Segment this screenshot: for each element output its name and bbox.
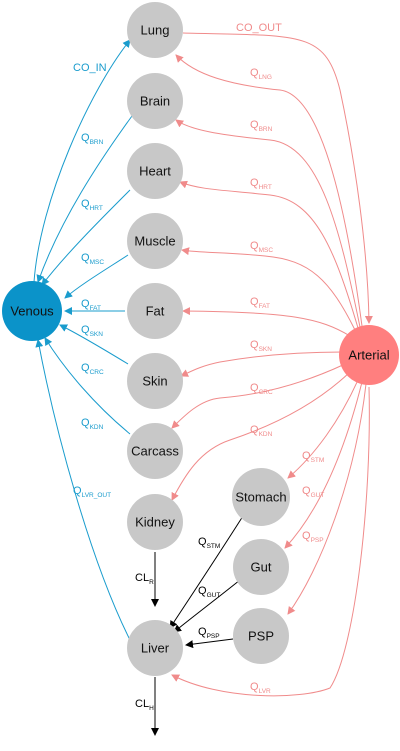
edge-arterial-muscle [181, 247, 356, 331]
label-q-stm-arterial: QSTM [302, 450, 324, 464]
label-q-brn: QBRN [81, 132, 104, 146]
label-q-kdn-venous: QKDN [81, 417, 104, 431]
node-kidney[interactable]: Kidney [127, 494, 183, 550]
label-q-psp-liver: QPSP [198, 626, 220, 640]
edge-stomach-liver [169, 515, 244, 629]
label-q-gut-liver: QGUT [198, 585, 220, 599]
label-cl-r: CLR [135, 572, 154, 586]
edge-arterial-fat [182, 307, 351, 337]
node-stomach[interactable]: Stomach [232, 468, 290, 526]
edge-arterial-liver [171, 386, 370, 697]
node-venous-label: Venous [10, 304, 54, 319]
label-q-crc-arterial: QCRC [250, 382, 273, 396]
node-lung[interactable]: Lung [127, 2, 183, 58]
label-q-hrt-arterial: QHRT [250, 177, 272, 191]
node-gut-label: Gut [251, 560, 272, 575]
edge-arterial-skin [180, 351, 344, 377]
label-q-kdn-arterial: QKDN [250, 424, 273, 438]
edge-brain-venous [36, 115, 133, 283]
venous-edge-labels: CO_IN QBRN QHRT QMSC QFAT QSKN QCRC QKDN… [73, 62, 111, 499]
node-heart[interactable]: Heart [127, 143, 183, 199]
node-liver[interactable]: Liver [127, 620, 183, 676]
arterial-edges [171, 32, 373, 697]
edge-arterial-stomach [287, 379, 359, 479]
edge-arterial-psp [287, 383, 367, 615]
node-gut[interactable]: Gut [233, 539, 289, 595]
label-q-skn-venous: QSKN [81, 324, 103, 338]
label-q-skn-arterial: QSKN [250, 339, 272, 353]
label-cl-h: CLH [135, 698, 154, 712]
arterial-edge-labels: CO_OUT QLNG QBRN QHRT QMSC QFAT QSKN QCR… [236, 22, 324, 695]
edge-arterial-kidney [171, 371, 351, 501]
edge-lung-arterial [182, 32, 373, 324]
node-stomach-label: Stomach [235, 490, 286, 505]
label-q-lvr: QLVR [250, 681, 271, 695]
clearance-edges [151, 515, 244, 736]
label-co-out: CO_OUT [236, 22, 282, 34]
label-q-psp-arterial: QPSP [302, 530, 324, 544]
node-liver-label: Liver [141, 641, 170, 656]
label-q-msc-arterial: QMSC [250, 240, 273, 254]
label-q-crc-venous: QCRC [81, 362, 104, 376]
node-heart-label: Heart [139, 164, 171, 179]
edge-arterial-carcass [171, 363, 346, 429]
label-q-hrt: QHRT [81, 198, 103, 212]
node-kidney-label: Kidney [135, 515, 175, 530]
edge-skin-venous [59, 324, 129, 365]
node-brain-label: Brain [140, 94, 170, 109]
node-arterial-label: Arterial [348, 348, 389, 363]
nodes: Lung Brain Heart Muscle Fat Skin Carcass [2, 2, 399, 676]
edge-gut-liver [173, 579, 241, 633]
label-q-fat-arterial: QFAT [250, 296, 270, 310]
edge-arterial-gut [284, 381, 363, 549]
edge-carcass-venous [44, 337, 131, 435]
label-q-lvr-out: QLVR_OUT [73, 485, 111, 499]
node-skin-label: Skin [142, 374, 167, 389]
edge-muscle-venous [64, 254, 129, 299]
node-muscle-label: Muscle [134, 234, 175, 249]
node-muscle[interactable]: Muscle [127, 213, 183, 269]
label-q-stm-liver: QSTM [198, 536, 220, 550]
edge-psp-liver [185, 638, 234, 649]
node-skin[interactable]: Skin [127, 353, 183, 409]
node-brain[interactable]: Brain [127, 73, 183, 129]
node-fat[interactable]: Fat [127, 283, 183, 339]
node-carcass-label: Carcass [131, 444, 179, 459]
edge-arterial-brain [175, 119, 361, 328]
clearance-edge-labels: QSTM QGUT QPSP CLR CLH [135, 536, 220, 712]
venous-edges [29, 39, 133, 641]
label-q-lng: QLNG [250, 67, 272, 81]
label-q-msc-venous: QMSC [81, 252, 104, 266]
node-psp[interactable]: PSP [233, 608, 289, 664]
edge-venous-lung [29, 39, 131, 290]
node-psp-label: PSP [248, 629, 274, 644]
label-q-brn-arterial: QBRN [250, 119, 273, 133]
node-fat-label: Fat [146, 304, 165, 319]
node-arterial[interactable]: Arterial [339, 325, 399, 385]
edge-liver-venous [35, 339, 131, 641]
edge-arterial-lung [175, 54, 363, 327]
node-lung-label: Lung [141, 23, 170, 38]
node-carcass[interactable]: Carcass [127, 423, 183, 479]
label-q-gut-arterial: QGUT [302, 485, 324, 499]
label-q-fat-venous: QFAT [81, 298, 101, 312]
edge-heart-venous [41, 189, 131, 286]
label-co-in: CO_IN [73, 62, 107, 74]
node-venous[interactable]: Venous [2, 281, 62, 341]
edge-arterial-heart [179, 180, 359, 329]
